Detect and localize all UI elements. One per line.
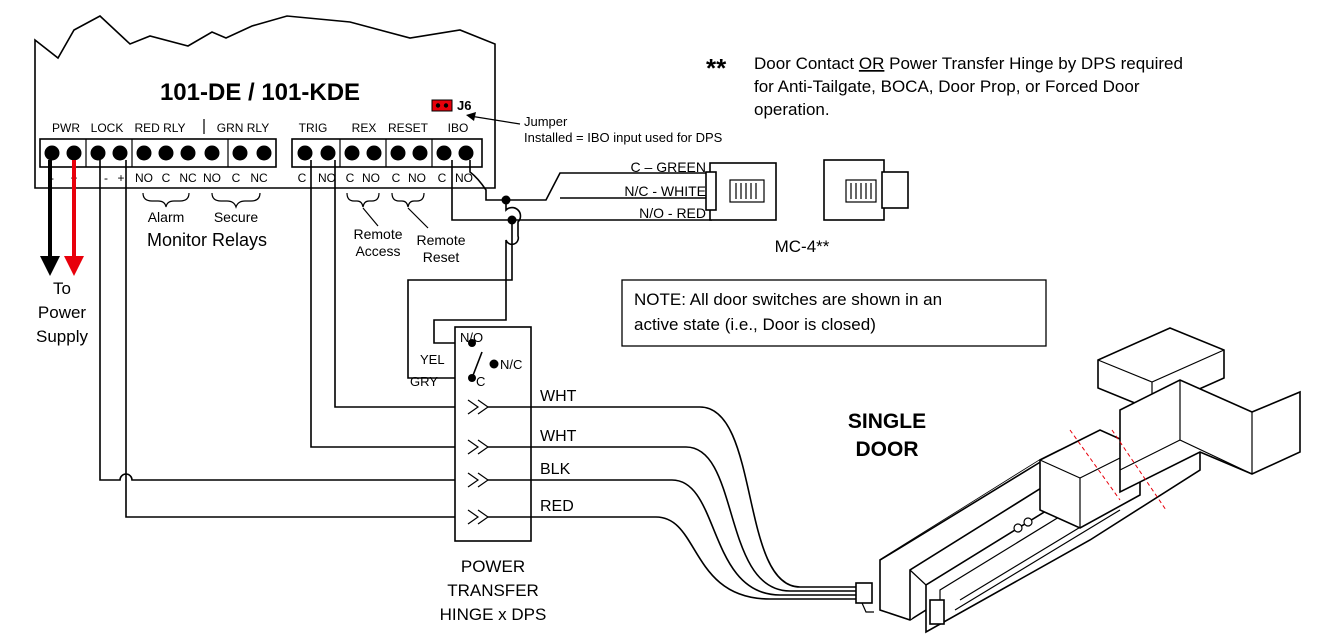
terminal-trig-no: NO [318, 171, 336, 185]
terminal-reset-c: C [392, 171, 401, 185]
note-box: NOTE: All door switches are shown in an … [621, 279, 1047, 347]
footnote-line1-after: Power Transfer Hinge by DPS required [884, 54, 1183, 73]
jumper-note-line2: Installed = IBO input used for DPS [524, 130, 723, 145]
terminal-lock-plus: + [117, 171, 124, 185]
jumper-j6 [431, 99, 453, 112]
mc4-wire-white: N/C - WHITE [624, 183, 706, 199]
jumper-label: J6 [457, 98, 471, 113]
terminal-grn-no: NO [203, 171, 221, 185]
note-line1: NOTE: All door switches are shown in an [634, 290, 942, 309]
door-label-line2: DOOR [856, 438, 919, 461]
power-label-line2: Power [38, 303, 87, 322]
jumper-note-line1: Jumper [524, 114, 568, 129]
controller-board: 101-DE / 101-KDE J6 Jumper Installed = I… [34, 15, 723, 189]
wire-label-red: RED [540, 498, 574, 515]
footnote: ** Door Contact OR Power Transfer Hinge … [706, 53, 1183, 119]
terminal-red-c: C [162, 171, 171, 185]
wires [99, 160, 712, 518]
remote-reset-line2: Reset [423, 249, 460, 265]
terminal-rex-c: C [346, 171, 355, 185]
wire-label-wht-2: WHT [540, 428, 577, 445]
wire-label-wht-1: WHT [540, 388, 577, 405]
hinge-switch-no: N/O [460, 330, 483, 345]
mc4-wire-green: C – GREEN [631, 159, 706, 175]
footnote-marker: ** [706, 53, 727, 83]
group-label-pwr: PWR [52, 121, 80, 135]
remote-reset-line1: Remote [416, 232, 465, 248]
terminal-rex-no: NO [362, 171, 380, 185]
door-label-line1: SINGLE [848, 410, 926, 433]
group-label-lock: LOCK [91, 121, 124, 135]
terminal-red-nc: NC [179, 171, 197, 185]
group-label-reset: RESET [388, 121, 429, 135]
remote-access-line2: Access [355, 243, 400, 259]
power-label-line3: Supply [36, 327, 88, 346]
relay-labels: Alarm Secure Monitor Relays Remote Acces… [142, 192, 466, 265]
footnote-line1-before: Door Contact [754, 54, 859, 73]
footnote-line1-emph: OR [859, 54, 885, 73]
power-transfer-hinge: N/O N/C C YEL GRY POWER TRANSFER HINGE x… [410, 326, 547, 624]
hinge-yel-label: YEL [420, 352, 445, 367]
group-label-grn-rly: GRN RLY [217, 121, 269, 135]
hinge-gry-label: GRY [410, 374, 438, 389]
power-supply-leads: To Power Supply [36, 160, 88, 346]
footnote-line1: Door Contact OR Power Transfer Hinge by … [754, 54, 1183, 73]
door-contact-mc4: C – GREEN N/C - WHITE N/O - RED MC-4** [560, 159, 909, 256]
footnote-line2: for Anti-Tailgate, BOCA, Door Prop, or F… [754, 77, 1140, 96]
monitor-relays-label: Monitor Relays [147, 230, 267, 250]
hinge-label-line2: TRANSFER [447, 581, 539, 600]
group-label-trig: TRIG [299, 121, 328, 135]
hinge-to-door-wires: WHT WHT BLK RED [531, 388, 858, 600]
controller-title: 101-DE / 101-KDE [160, 79, 360, 106]
wire-label-blk: BLK [540, 461, 571, 478]
alarm-label: Alarm [148, 209, 185, 225]
terminal-reset-no: NO [408, 171, 426, 185]
terminal-lock-minus: - [104, 171, 108, 185]
terminal-ibo-c: C [438, 171, 447, 185]
hinge-switch-nc: N/C [500, 357, 522, 372]
remote-access-line1: Remote [353, 226, 402, 242]
group-label-ibo: IBO [448, 121, 469, 135]
terminal-grn-c: C [232, 171, 241, 185]
terminal-block-right [291, 138, 483, 168]
group-label-rex: REX [352, 121, 377, 135]
terminal-trig-c: C [298, 171, 307, 185]
note-line2: active state (i.e., Door is closed) [634, 315, 876, 334]
hinge-switch-c: C [476, 374, 485, 389]
group-label-red-rly: RED RLY [134, 121, 185, 135]
mc4-model-label: MC-4** [775, 237, 830, 256]
secure-label: Secure [214, 209, 259, 225]
hinge-label-line1: POWER [461, 557, 525, 576]
mc4-wire-red: N/O - RED [639, 205, 706, 221]
terminal-block-left [39, 138, 277, 168]
power-label-line1: To [53, 279, 71, 298]
terminal-red-no: NO [135, 171, 153, 185]
hinge-label-line3: HINGE x DPS [440, 605, 547, 624]
terminal-grn-nc: NC [250, 171, 268, 185]
exit-device-illustration [855, 327, 1301, 634]
footnote-line3: operation. [754, 100, 830, 119]
terminal-ibo-no: NO [455, 171, 473, 185]
